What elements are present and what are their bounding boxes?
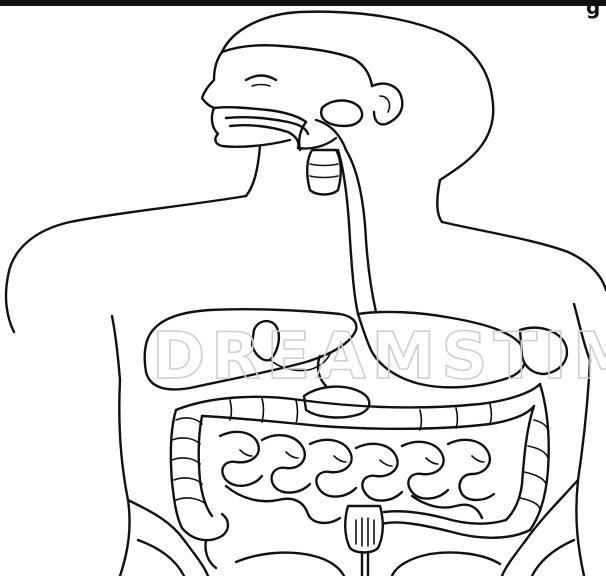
larynx xyxy=(307,150,341,195)
watermark-text: DREAMSTIME xyxy=(152,320,606,394)
salivary-gland xyxy=(321,101,362,127)
right-shoulder xyxy=(442,222,606,290)
eye xyxy=(246,76,276,81)
skull-outline xyxy=(222,12,493,180)
mouth-upper xyxy=(214,107,306,122)
rectum-outline xyxy=(345,506,383,553)
right-iliac xyxy=(532,540,574,576)
ear-inner xyxy=(380,96,390,112)
small-intestine-coil-6 xyxy=(448,440,494,500)
pubic-left xyxy=(236,553,344,576)
rectum xyxy=(345,506,383,576)
ascending-colon-outer xyxy=(171,410,182,528)
top-cut-letter: g xyxy=(586,0,600,19)
pubic-right xyxy=(392,552,500,576)
jaw-line xyxy=(298,138,336,149)
small-intestine-coil-1 xyxy=(220,432,262,486)
small-intestine-coil-3 xyxy=(310,440,356,497)
small-intestine-coil-5 xyxy=(402,442,448,499)
left-arm-inner xyxy=(112,316,120,380)
right-hip-bone xyxy=(502,480,578,576)
anal-canal xyxy=(362,552,368,576)
left-waist xyxy=(119,380,129,576)
hairline xyxy=(222,45,372,86)
cecum-outline xyxy=(182,514,228,540)
appendix xyxy=(205,540,216,568)
cecum xyxy=(182,514,228,568)
small-intestine-detail xyxy=(240,450,484,466)
small-intestine-coil-2 xyxy=(262,435,310,492)
eye-lid xyxy=(252,85,270,87)
neck-back xyxy=(437,180,442,222)
face-profile xyxy=(202,52,222,108)
descending-colon-inner xyxy=(506,406,534,520)
top-text-strip xyxy=(0,0,606,6)
neck-front xyxy=(246,146,260,196)
small-intestine-coil-4 xyxy=(356,444,402,501)
left-iliac xyxy=(138,540,184,576)
sigmoid-colon xyxy=(382,522,530,537)
chin xyxy=(212,108,290,147)
ear xyxy=(372,84,402,125)
